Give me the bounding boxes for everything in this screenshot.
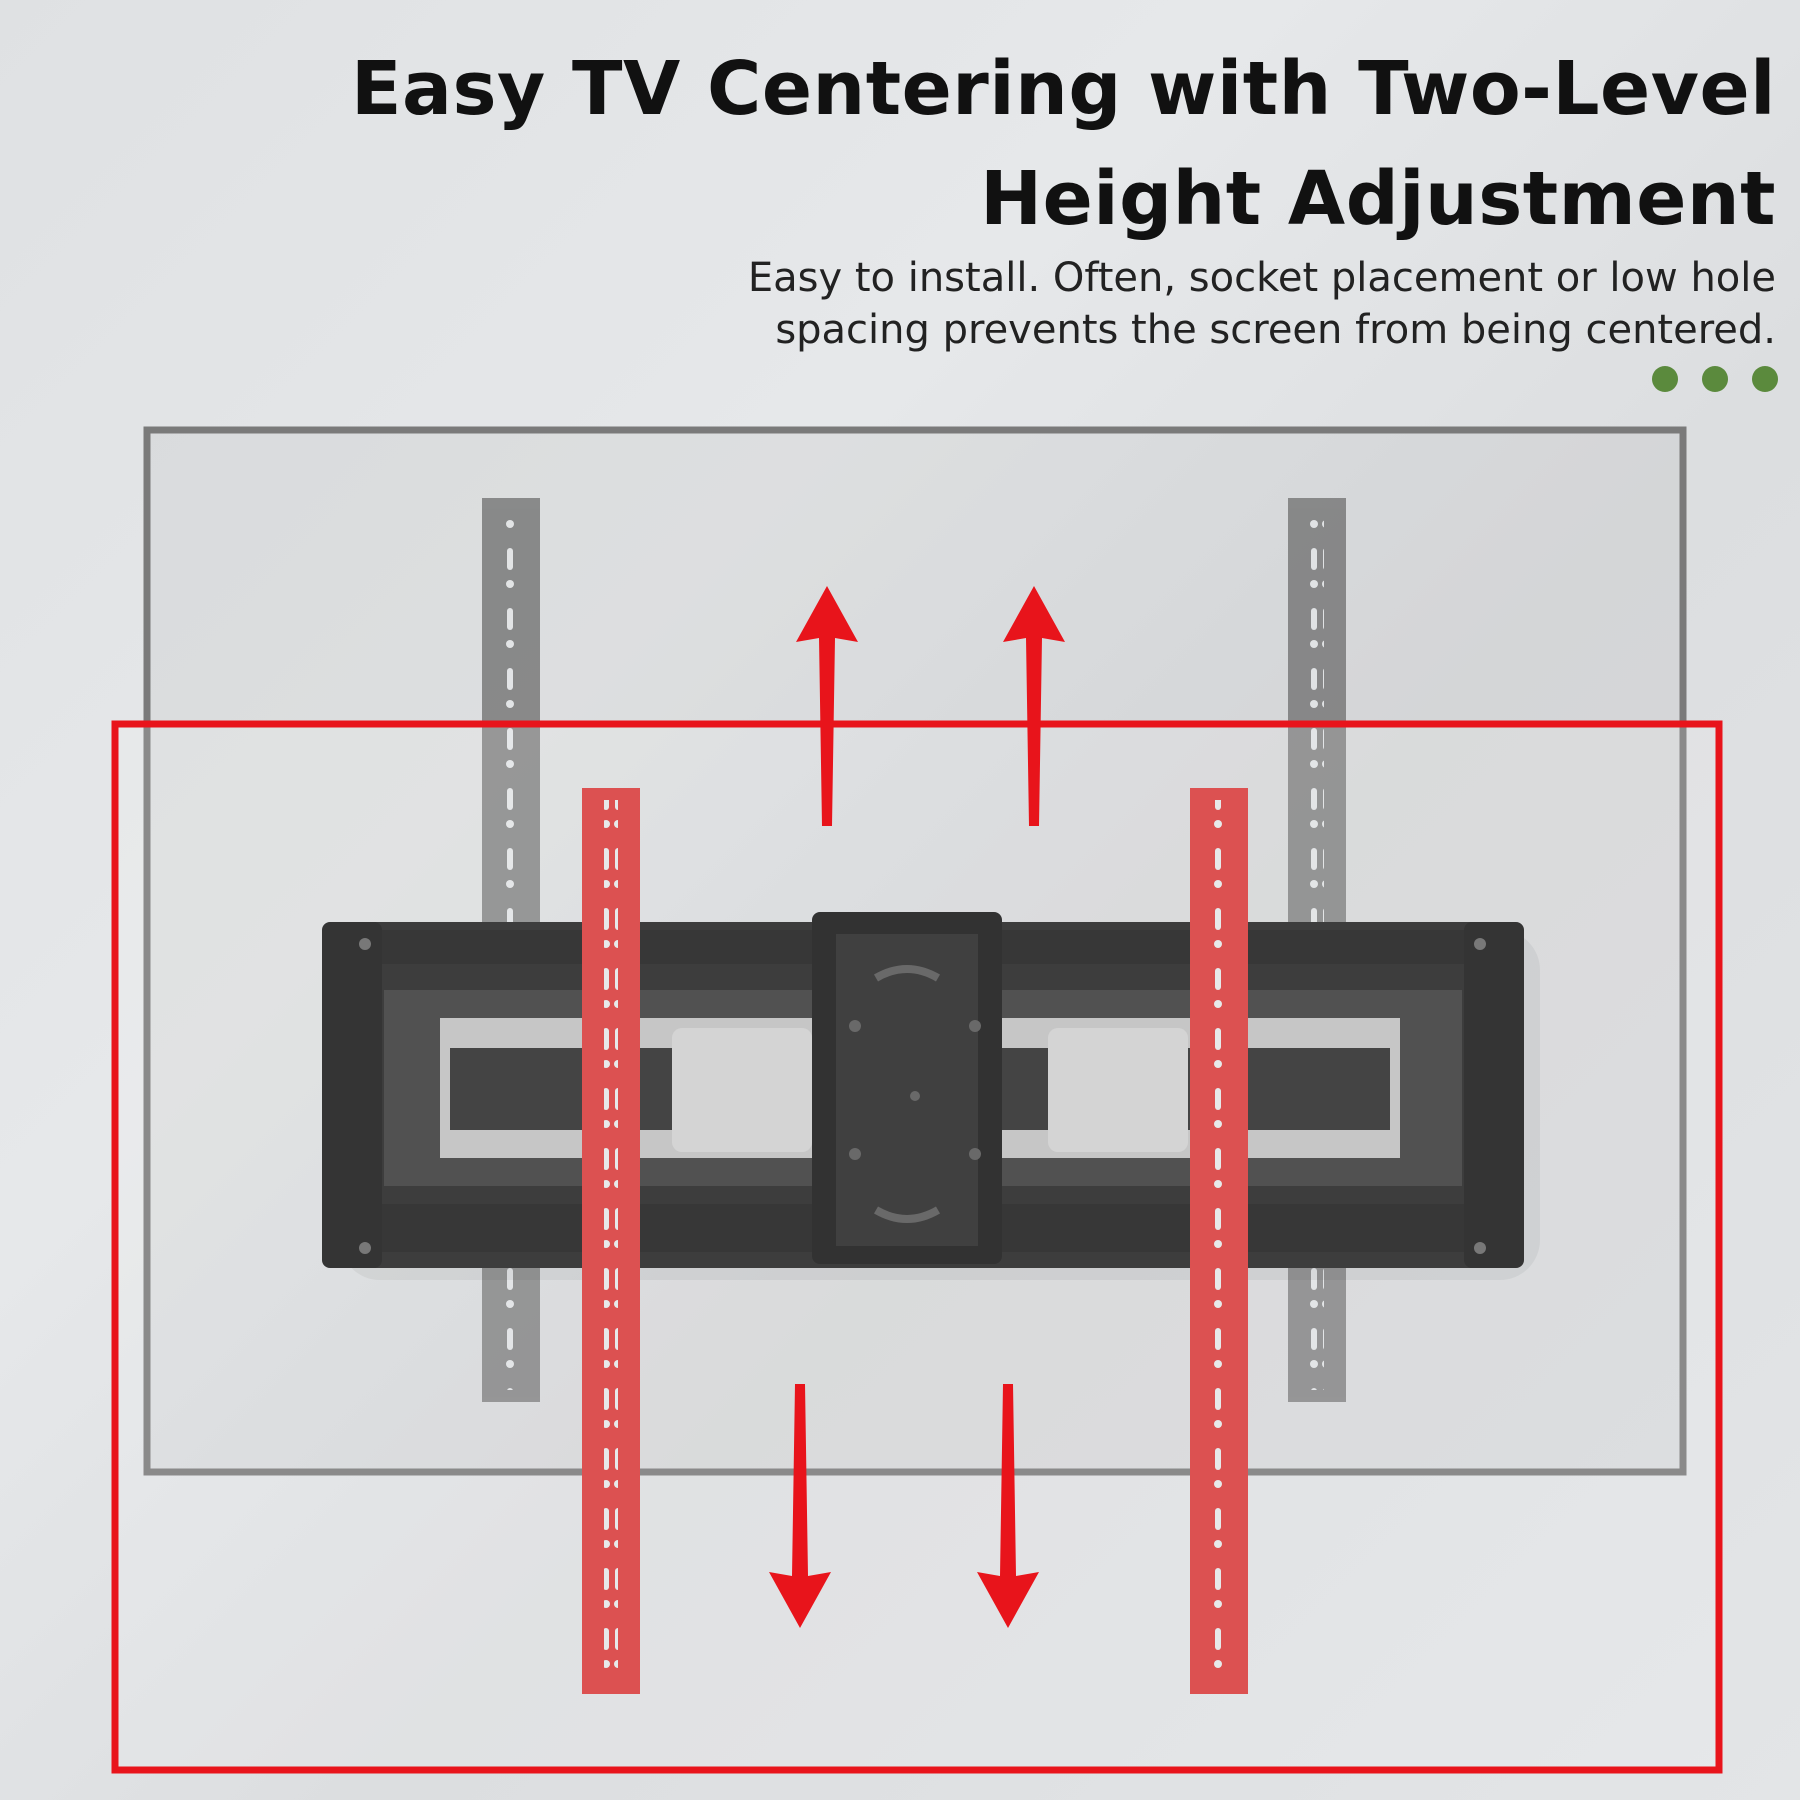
progress-dot-icon (1702, 366, 1728, 392)
title-line-2: Height Adjustment (980, 156, 1776, 242)
arrow-up-icon (796, 586, 858, 826)
subtitle-line-1: Easy to install. Often, socket placement… (747, 255, 1776, 301)
adjusted-tv-frame (111, 720, 1723, 1774)
progress-dot-icon (1752, 366, 1778, 392)
title-line-1: Easy TV Centering with Two-Level (351, 46, 1776, 132)
page-title: Easy TV Centering with Two-Level Height … (136, 34, 1776, 254)
arrow-down-icon (769, 1384, 831, 1628)
subtitle-line-2: spacing prevents the screen from being c… (775, 307, 1776, 353)
arrow-down-icon (977, 1384, 1039, 1628)
progress-dots (1652, 366, 1778, 392)
red-bracket-right (1190, 788, 1248, 1694)
arrow-up-icon (1003, 586, 1065, 826)
red-bracket-left (582, 788, 640, 1694)
subtitle: Easy to install. Often, socket placement… (476, 252, 1776, 356)
progress-dot-icon (1652, 366, 1678, 392)
